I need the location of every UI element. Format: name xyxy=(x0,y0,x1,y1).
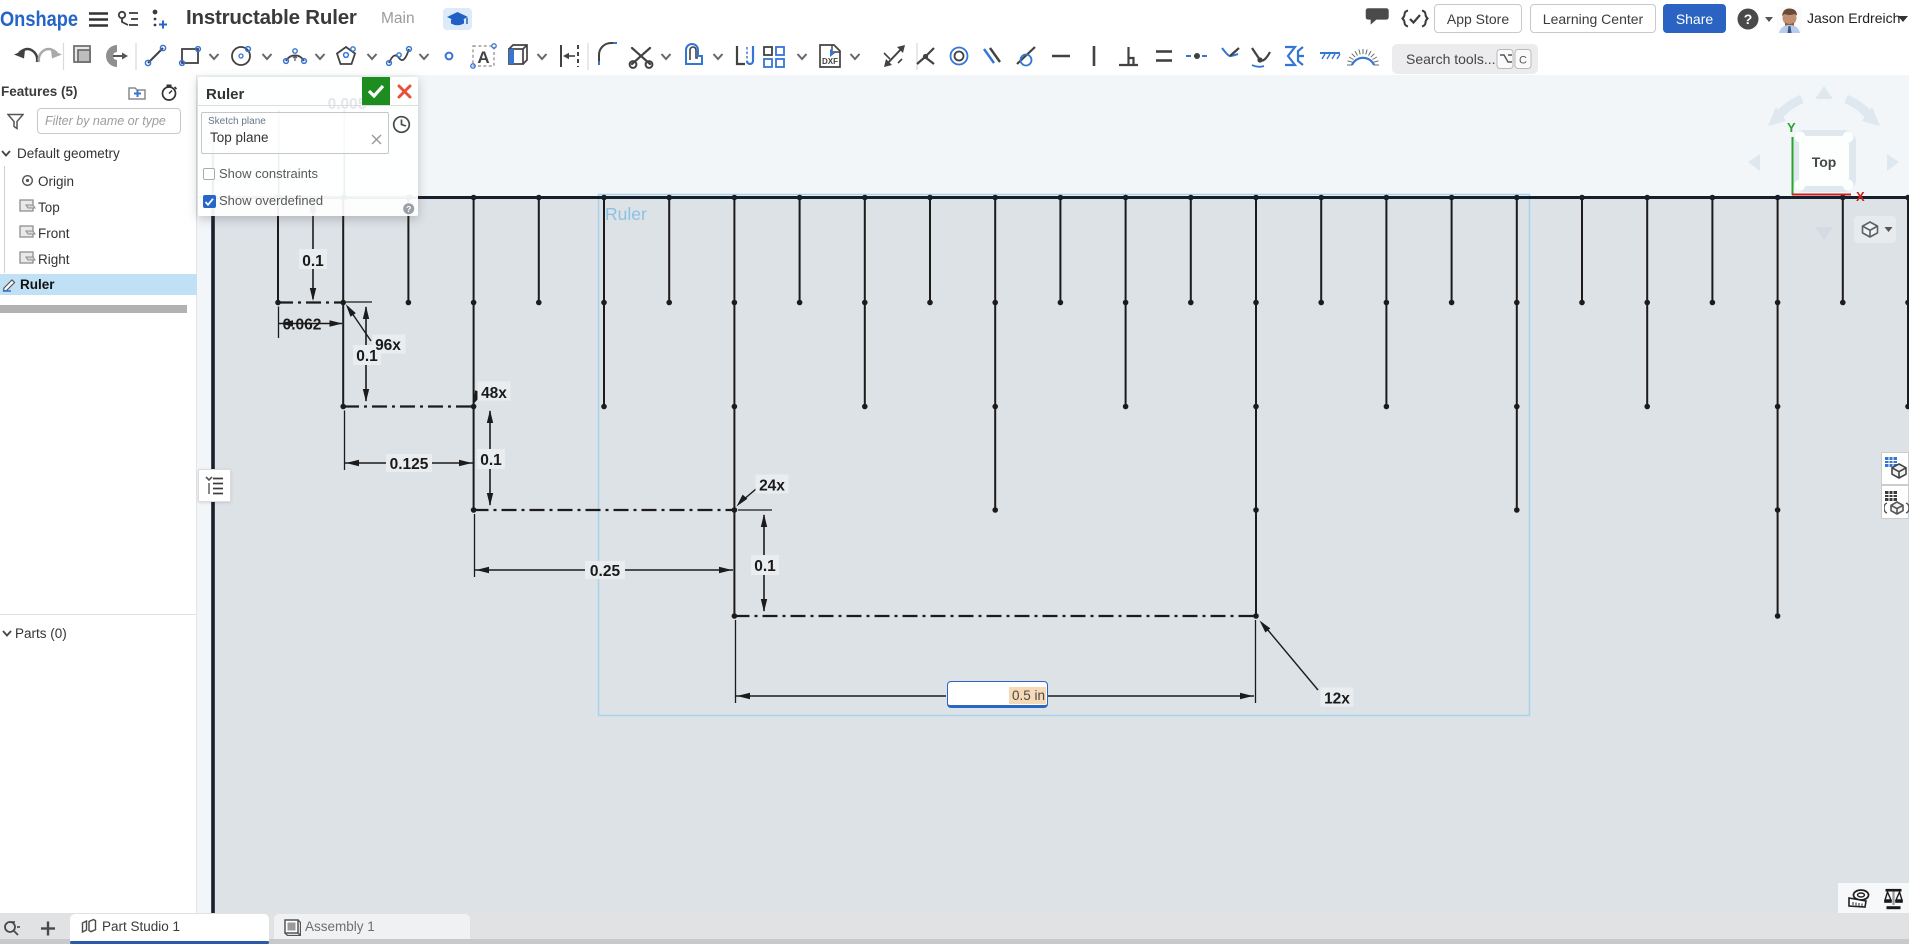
svg-text:Top: Top xyxy=(1812,154,1837,170)
svg-text:0.125: 0.125 xyxy=(390,456,429,473)
svg-text:Onshape: Onshape xyxy=(0,7,78,31)
svg-text:?: ? xyxy=(406,204,411,214)
svg-text:Ruler: Ruler xyxy=(605,204,647,224)
svg-text:96x: 96x xyxy=(375,337,401,354)
svg-text:C: C xyxy=(1519,55,1527,67)
svg-text:0.1: 0.1 xyxy=(480,452,502,469)
svg-text:0.25: 0.25 xyxy=(590,563,621,580)
svg-text:12x: 12x xyxy=(1324,691,1350,708)
svg-text:?: ? xyxy=(1744,11,1753,27)
svg-text:A: A xyxy=(477,48,489,67)
svg-text:0.1: 0.1 xyxy=(754,558,776,575)
svg-text:0.062: 0.062 xyxy=(283,317,322,334)
svg-text:X: X xyxy=(1856,189,1865,204)
svg-text:DXF: DXF xyxy=(822,57,838,66)
svg-text:24x: 24x xyxy=(759,478,785,495)
svg-text:0.005: 0.005 xyxy=(328,96,367,113)
svg-text:Y: Y xyxy=(1787,120,1796,135)
svg-text:0.1: 0.1 xyxy=(302,253,324,270)
svg-text:48x: 48x xyxy=(481,385,507,402)
svg-text:0.1: 0.1 xyxy=(356,348,378,365)
svg-text:Search tools...: Search tools... xyxy=(1406,51,1496,67)
